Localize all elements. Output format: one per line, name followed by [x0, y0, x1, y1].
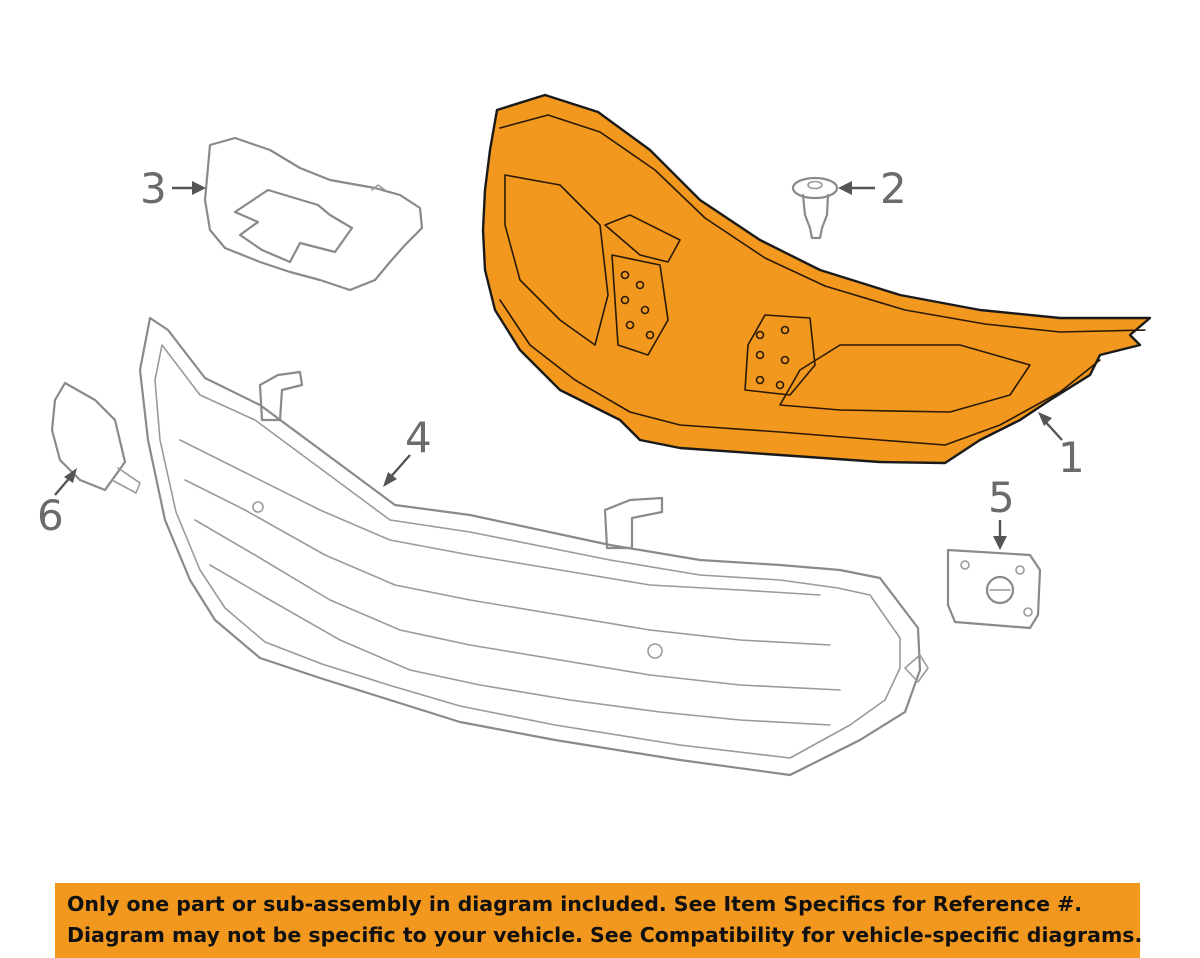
- part-6-cover[interactable]: [50, 381, 141, 494]
- part-5-bracket-center-hole: [985, 575, 1015, 605]
- part-4-grille-bar-3: [194, 519, 841, 691]
- part-1-holes: [620, 270, 790, 390]
- callout-arrows: [54, 181, 1063, 550]
- part-5-hole-1: [960, 560, 970, 570]
- callout-number-2: 2: [880, 164, 907, 213]
- part-5-bracket-body: [946, 548, 1042, 630]
- part-1-bottom-ridge: [499, 299, 1101, 446]
- callout-number-4: 4: [405, 413, 432, 462]
- arrow-6-head: [64, 468, 77, 483]
- part-5-hole-3: [1023, 607, 1033, 617]
- part-1-center-tab: [604, 214, 681, 263]
- part-2-clip-top: [807, 180, 823, 190]
- part-1-right-panel: [779, 344, 1031, 413]
- part-3-emblem[interactable]: [203, 136, 424, 292]
- part-4-grille-bar-2: [184, 479, 831, 646]
- arrow-1-head: [1038, 412, 1052, 426]
- parts-diagram: 1 2 3 4 5 6: [37, 93, 1152, 777]
- callout-number-1: 1: [1058, 433, 1085, 482]
- arrow-2-head: [838, 181, 852, 195]
- part-2-clip[interactable]: [791, 176, 839, 240]
- part-4-grille-bar-1: [179, 439, 821, 596]
- arrow-5-head: [993, 536, 1007, 550]
- part-1-body: [481, 93, 1152, 465]
- bowtie-icon: [233, 188, 354, 264]
- part-3-emblem-body: [203, 136, 424, 292]
- part-4-grille-outer: [138, 316, 922, 777]
- part-2-clip-shank: [801, 193, 830, 240]
- disclaimer-line-1: Only one part or sub-assembly in diagram…: [67, 892, 1083, 916]
- part-4-grille-ear: [904, 654, 929, 683]
- part-1-left-panel: [504, 174, 609, 346]
- part-4-grille-tab-right: [603, 496, 664, 550]
- callout-number-5: 5: [988, 473, 1015, 522]
- part-5-bracket[interactable]: [946, 548, 1042, 630]
- part-1-center-plate: [611, 254, 669, 356]
- callout-number-6: 6: [37, 491, 64, 540]
- part-4-grille-hole-left: [252, 501, 264, 513]
- part-1-highlighted-bracket[interactable]: [481, 93, 1152, 465]
- part-3-emblem-tab: [371, 184, 386, 191]
- part-2-clip-head: [791, 176, 839, 200]
- disclaimer-banner: Only one part or sub-assembly in diagram…: [55, 883, 1143, 958]
- part-4-grille-bar-4: [209, 564, 831, 726]
- part-4-grille[interactable]: [138, 316, 929, 777]
- disclaimer-line-2: Diagram may not be specific to your vehi…: [67, 923, 1143, 947]
- arrow-4-head: [383, 472, 397, 487]
- part-1-right-plate: [744, 314, 816, 396]
- part-1-top-ridge: [499, 114, 1146, 333]
- callout-number-3: 3: [140, 164, 167, 213]
- part-4-grille-inner: [154, 344, 901, 759]
- part-6-cover-tab: [111, 467, 141, 494]
- part-6-cover-body: [50, 381, 127, 492]
- arrow-3-head: [192, 181, 206, 195]
- part-5-hole-2: [1015, 565, 1025, 575]
- part-4-grille-tab-left: [258, 370, 304, 422]
- part-4-grille-hole-right: [647, 643, 663, 659]
